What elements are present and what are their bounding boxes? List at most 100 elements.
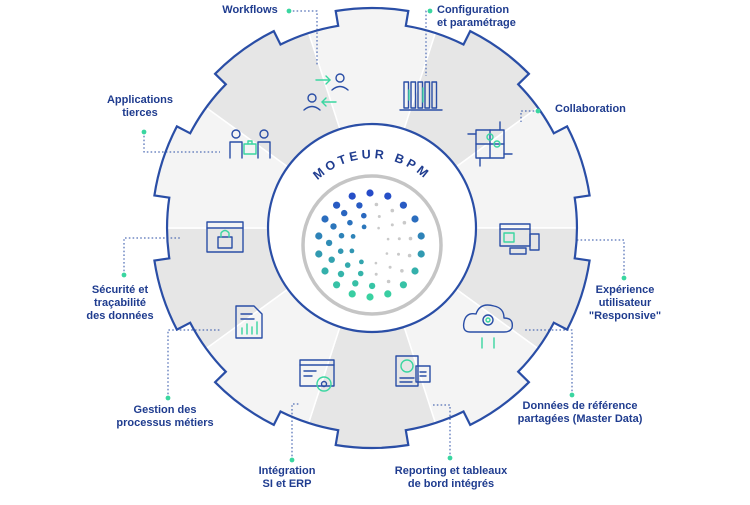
spiral-dot [330, 223, 337, 230]
connector-apps [143, 132, 220, 153]
spiral-dot [366, 189, 374, 197]
puzzle-hands-icon [467, 121, 513, 167]
label-line: Expérience [595, 284, 655, 296]
connector-dot [447, 455, 453, 461]
spiral-dot [397, 252, 400, 256]
label-line: Reporting et tableaux [394, 465, 508, 477]
cloud-settings-icon [462, 304, 514, 349]
browser-gear-icon [299, 359, 335, 392]
spiral-dot [390, 223, 394, 227]
connector-collaboration [520, 110, 538, 122]
spiral-dot [374, 261, 378, 265]
label-line: partagées (Master Data) [517, 413, 643, 425]
spiral-dot [337, 270, 345, 278]
spiral-dot [386, 279, 391, 284]
connector-dot [121, 272, 127, 278]
label-line: Workflows [222, 4, 278, 16]
users-exchange-icon [303, 73, 349, 111]
label-line: des données [86, 310, 154, 322]
spiral-dot [417, 250, 425, 258]
spiral-dot [321, 267, 329, 275]
spiral-dot [333, 281, 341, 289]
spiral-dot [407, 253, 412, 258]
spiral-dot [315, 232, 323, 240]
spiral-dot [341, 209, 348, 217]
bpm-dot-spiral [315, 189, 425, 301]
label-line: utilisateur [598, 297, 652, 309]
spiral-dot [411, 215, 419, 223]
connector-ux [576, 239, 625, 278]
connector-master-data [525, 329, 573, 395]
connector-process [167, 329, 220, 398]
spiral-dot [361, 224, 367, 230]
connector-security [123, 237, 182, 275]
label-line: de bord intégrés [407, 478, 495, 490]
responsive-devices-icon [499, 223, 540, 255]
spiral-dot [399, 281, 407, 289]
label-line: Collaboration [555, 103, 626, 115]
label-line: Applications [106, 94, 173, 106]
label-line: et paramétrage [437, 17, 516, 29]
spiral-dot [347, 219, 353, 226]
spiral-dot [333, 201, 341, 209]
label-line: Configuration [437, 4, 510, 16]
connector-dot [569, 392, 575, 398]
spiral-dot [366, 293, 374, 301]
spiral-dot [377, 215, 381, 218]
label-line: Intégration [258, 465, 316, 477]
label-line: Données de référence [522, 400, 638, 412]
spiral-dot [411, 267, 419, 275]
spiral-dot [390, 208, 395, 213]
spiral-dot [377, 226, 380, 230]
connector-dot [141, 129, 147, 135]
people-puzzle-icon [229, 129, 271, 159]
spiral-dot [315, 250, 323, 258]
label-line: tierces [122, 107, 158, 119]
connector-dot [289, 457, 295, 463]
spiral-dot [397, 237, 401, 241]
segment-workflows [296, 7, 448, 231]
connector-dot [427, 8, 433, 14]
spiral-dot [357, 270, 364, 277]
spiral-dot [349, 248, 355, 254]
spiral-dot [359, 259, 364, 265]
spiral-dot [352, 280, 359, 287]
spiral-dot [325, 239, 333, 247]
spiral-dot [350, 234, 356, 239]
spiral-dot [400, 269, 404, 273]
hub: MOTEUR BPM [266, 122, 478, 334]
spiral-dot [385, 252, 389, 255]
spiral-dot [348, 192, 356, 200]
dashboard-report-icon [395, 355, 431, 387]
connector-dot [621, 275, 627, 281]
tools-icon [399, 81, 443, 111]
spiral-dot [408, 236, 413, 241]
spiral-dot [356, 202, 363, 209]
spiral-dot [386, 237, 390, 241]
label-line: Gestion des [133, 404, 197, 416]
connector-integration [291, 403, 300, 460]
spiral-dot [348, 290, 356, 298]
spiral-dot [328, 256, 335, 263]
spiral-dot [417, 232, 425, 240]
spiral-dot [344, 262, 351, 268]
browser-lock-icon [206, 221, 244, 253]
spiral-dot [384, 192, 392, 200]
spiral-dot [402, 220, 407, 225]
spiral-dot [321, 215, 329, 223]
gear-outline [153, 6, 591, 450]
spiral-dot [384, 290, 392, 298]
document-chart-icon [235, 305, 263, 339]
connector-dot [286, 8, 292, 14]
label-line: Sécurité et [91, 284, 149, 296]
spiral-dot [368, 282, 376, 290]
segment-reporting [296, 225, 448, 449]
